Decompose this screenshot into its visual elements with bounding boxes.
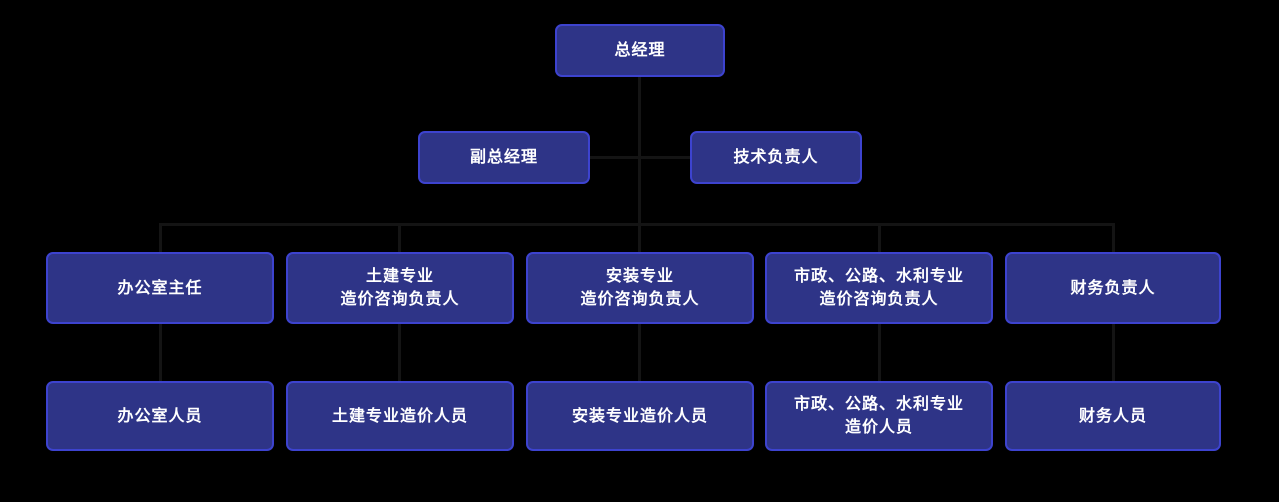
org-node-label: 总经理 <box>614 42 666 59</box>
connector-stub-municipal <box>878 223 881 252</box>
connector-municipal-head-to-staff <box>878 324 881 381</box>
connector-stub-finance <box>1112 223 1115 252</box>
org-node-office-staff: 办公室人员 <box>46 381 274 451</box>
org-node-label: 土建专业 造价咨询负责人 <box>340 268 460 308</box>
org-node-municipal-cost-staff: 市政、公路、水利专业 造价人员 <box>765 381 993 451</box>
org-node-label: 副总经理 <box>469 149 538 166</box>
org-node-municipal-consulting-lead: 市政、公路、水利专业 造价咨询负责人 <box>765 252 993 324</box>
connector-distribution-horizontal <box>159 223 1115 226</box>
org-node-label: 财务人员 <box>1078 407 1147 425</box>
connector-civil-head-to-staff <box>398 324 401 381</box>
org-node-finance-staff: 财务人员 <box>1005 381 1221 451</box>
org-node-label: 财务负责人 <box>1070 279 1156 297</box>
org-node-installation-cost-staff: 安装专业造价人员 <box>526 381 754 451</box>
connector-stub-civil <box>398 223 401 252</box>
org-node-label: 办公室人员 <box>117 407 203 425</box>
org-node-label: 安装专业造价人员 <box>571 407 708 425</box>
org-node-label: 办公室主任 <box>117 279 203 297</box>
org-node-technical-director: 技术负责人 <box>690 131 862 184</box>
org-node-label: 市政、公路、水利专业 造价咨询负责人 <box>793 268 964 308</box>
org-node-label: 安装专业 造价咨询负责人 <box>580 268 700 308</box>
connector-installation-head-to-staff <box>638 324 641 381</box>
connector-row2-horizontal <box>589 156 691 159</box>
org-node-civil-cost-staff: 土建专业造价人员 <box>286 381 514 451</box>
connector-stub-office <box>159 223 162 252</box>
connector-stub-installation <box>638 223 641 252</box>
org-node-installation-consulting-lead: 安装专业 造价咨询负责人 <box>526 252 754 324</box>
org-node-label: 土建专业造价人员 <box>331 407 468 425</box>
org-node-label: 市政、公路、水利专业 造价人员 <box>793 396 964 436</box>
org-node-civil-consulting-lead: 土建专业 造价咨询负责人 <box>286 252 514 324</box>
org-node-office-director: 办公室主任 <box>46 252 274 324</box>
connector-gm-vertical <box>638 77 641 226</box>
connector-finance-head-to-staff <box>1112 324 1115 381</box>
org-node-finance-lead: 财务负责人 <box>1005 252 1221 324</box>
connector-office-head-to-staff <box>159 324 162 381</box>
org-node-general-manager: 总经理 <box>555 24 725 77</box>
org-node-label: 技术负责人 <box>733 149 819 166</box>
org-node-deputy-general-manager: 副总经理 <box>418 131 590 184</box>
